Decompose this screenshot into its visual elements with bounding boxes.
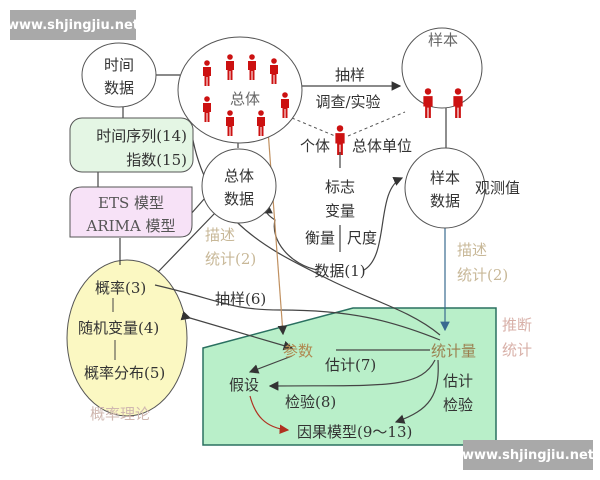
descriptive-stats-left: 描述 <box>205 226 235 244</box>
time-data-node[interactable] <box>81 42 157 108</box>
sample-data-node[interactable] <box>404 147 486 229</box>
population-data-label: 总体 <box>224 167 254 185</box>
probability-label: 概率(3) <box>95 279 146 297</box>
test8-label: 检验(8) <box>285 393 336 411</box>
arima-model-label: ARIMA 模型 <box>85 217 175 235</box>
measure-label: 衡量 <box>305 229 335 247</box>
sample-node[interactable] <box>401 27 483 109</box>
population-data-label: 数据 <box>224 190 254 208</box>
hypothesis-label: 假设 <box>229 376 259 394</box>
descriptive-stats-right: 统计(2) <box>457 266 508 284</box>
scale-label: 尺度 <box>347 229 377 247</box>
individual-label: 个体 <box>300 137 330 155</box>
causal-model-label: 因果模型(9～13) <box>297 423 412 441</box>
ets-model-label: ETS 模型 <box>98 194 164 212</box>
watermark-top: www.shjingjiu.net <box>7 10 139 40</box>
time-data-label: 时间 <box>104 56 134 74</box>
observed-value-label: 观测值 <box>475 179 520 197</box>
time-data-label: 数据 <box>104 79 134 97</box>
descriptive-stats-right: 描述 <box>457 241 487 259</box>
descriptive-stats-left: 统计(2) <box>205 250 256 268</box>
index-label: 指数(15) <box>126 151 187 169</box>
population-unit-label: 总体单位 <box>352 137 412 155</box>
statistic-label: 统计量 <box>431 342 476 360</box>
inferential-stats-label: 推断 <box>502 316 532 334</box>
model-box[interactable] <box>69 186 193 238</box>
sample-data-label: 数据 <box>430 192 460 210</box>
time-series-label: 时间序列(14) <box>96 127 187 145</box>
population-data-node[interactable] <box>201 148 277 224</box>
random-variable-label: 随机变量(4) <box>78 319 159 337</box>
population-label: 总体 <box>230 90 260 108</box>
parameter-label: 参数 <box>283 342 313 360</box>
indicator-label: 标志 <box>325 178 355 196</box>
time-series-box[interactable] <box>69 117 194 173</box>
data-label: 数据(1) <box>314 262 365 280</box>
estimation7-label: 估计(7) <box>325 356 376 374</box>
estimation-test-label: 估计 <box>443 372 473 390</box>
probability-theory-label: 概率理论 <box>90 405 150 423</box>
watermark-bottom: www.shjingjiu.net <box>462 440 594 470</box>
variable-label: 变量 <box>325 202 355 220</box>
inferential-stats-label: 统计 <box>502 341 532 359</box>
sampling-label: 抽样 <box>335 66 365 84</box>
survey-label: 调查/实验 <box>315 93 380 111</box>
dashed-links <box>291 111 406 137</box>
estimation-test-label: 检验 <box>443 396 473 414</box>
sample-label: 样本 <box>428 31 458 49</box>
sample-data-label: 样本 <box>430 169 460 187</box>
sampling6-label: 抽样(6) <box>215 290 266 308</box>
distribution-label: 概率分布(5) <box>84 364 165 382</box>
person-icon <box>335 125 345 155</box>
